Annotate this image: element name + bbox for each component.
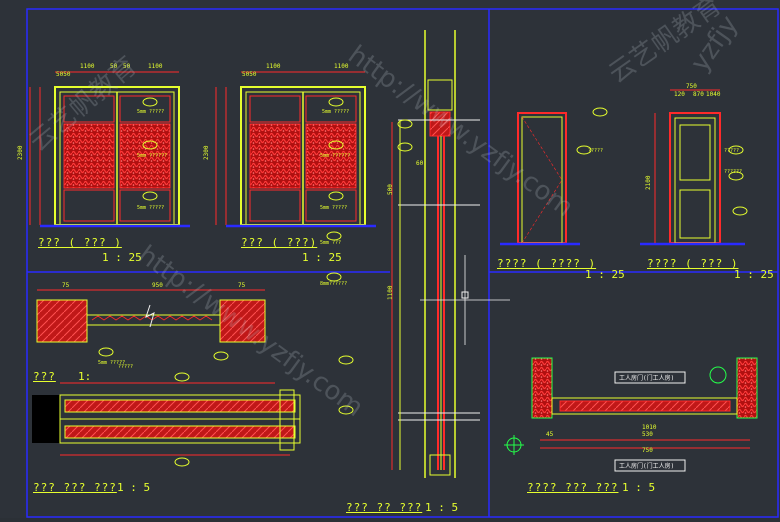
view-scale-6: 1 : 5 — [117, 481, 151, 494]
dim-750: 750 — [686, 83, 697, 90]
dim-120: 120 — [674, 91, 685, 98]
tag-text-10: ?????? — [724, 169, 742, 175]
view-scale-2: 1 : 25 — [302, 251, 342, 264]
dim-1100-c: 1100 — [266, 63, 281, 70]
view-scale-7: 1 : 5 — [425, 501, 459, 514]
dim-1010: 1010 — [642, 424, 657, 431]
view-title-6: ??? ??? ??? — [33, 481, 117, 494]
dim-1100-e: 1100 — [387, 285, 394, 300]
elevation-door-2 — [215, 71, 376, 228]
dimension-labels: 1100 50 50 1100 5050 1100 1100 5050 2300… — [17, 63, 721, 454]
tag-text-6: 5mm ????? — [320, 205, 347, 211]
dim-950: 950 — [152, 282, 163, 289]
view-scale-1: 1 : 25 — [102, 251, 142, 264]
frame-borders — [26, 8, 779, 518]
dim-870: 870 — [693, 91, 704, 98]
view-title-4: ???? ( ??? ) — [647, 257, 739, 270]
dim-2100: 2100 — [645, 175, 652, 190]
dim-50-a: 50 — [110, 63, 118, 70]
view-title-8: ???? ??? ??? — [527, 481, 619, 494]
frame-section-detail — [32, 382, 301, 456]
dim-2300-b: 2300 — [203, 145, 210, 160]
tag-text-12: 5mm ????? — [98, 360, 125, 366]
dim-1100-d: 1100 — [334, 63, 349, 70]
dim-5050-a: 5050 — [56, 71, 71, 78]
tag-labels: 5mm ????? 5mm ?????? 5mm ????? 5mm ?????… — [98, 109, 742, 370]
tag-text-9: ????? — [588, 148, 603, 154]
tag-text-2: 5mm ?????? — [137, 153, 167, 159]
plan-label-bottom: 工人房门(门工人房) — [619, 462, 674, 470]
tag-text-8: 8mm?????? — [320, 281, 347, 287]
tag-text-4: 5mm ????? — [322, 109, 349, 115]
dim-75: 75 — [62, 282, 70, 289]
dim-530: 530 — [642, 431, 653, 438]
tag-text-3: 5mm ????? — [137, 205, 164, 211]
dim-60: 60 — [416, 160, 424, 167]
dim-1100-b: 1100 — [148, 63, 163, 70]
tag-text-1: 5mm ????? — [137, 109, 164, 115]
dim-45: 45 — [546, 431, 554, 438]
view-scale-4: 1 : 25 — [734, 268, 774, 281]
view-scale-3: 1 : 25 — [585, 268, 625, 281]
view-scale-8: 1 : 5 — [622, 481, 656, 494]
dim-5050-b: 5050 — [242, 71, 257, 78]
plan-section-detail — [504, 357, 758, 472]
dim-2300-a: 2300 — [17, 145, 24, 160]
view-title-2: ??? ( ???) — [241, 236, 318, 249]
horizontal-section-door — [36, 289, 266, 343]
dim-1100-a: 1100 — [80, 63, 95, 70]
tag-text-13: ????? — [118, 364, 133, 370]
tag-text-11: ????? — [724, 148, 739, 154]
tag-text-7: 5mm ??? — [320, 240, 341, 246]
elevation-door-1 — [29, 71, 190, 228]
dim-1040: 1040 — [706, 91, 721, 98]
dim-75-b: 75 — [238, 282, 246, 289]
plan-label-texts: 工人房门(门工人房) 工人房门(门工人房) — [619, 374, 674, 470]
view-title-5: ??? — [33, 370, 56, 383]
view-title-3: ???? ( ???? ) — [497, 257, 597, 270]
tag-ovals — [98, 97, 748, 467]
side-door-elevations — [500, 89, 745, 246]
dim-500-a: 500 — [387, 184, 394, 195]
view-title-7: ??? ?? ??? — [346, 501, 423, 514]
vertical-section — [391, 30, 510, 478]
tag-text-5: 5mm ?????? — [320, 153, 350, 159]
view-scale-5: 1: — [78, 370, 92, 383]
dim-50-b: 50 — [123, 63, 131, 70]
dim-750-b: 750 — [642, 447, 653, 454]
plan-label-top: 工人房门(门工人房) — [619, 374, 674, 382]
view-title-1: ??? ( ??? ) — [38, 236, 122, 249]
